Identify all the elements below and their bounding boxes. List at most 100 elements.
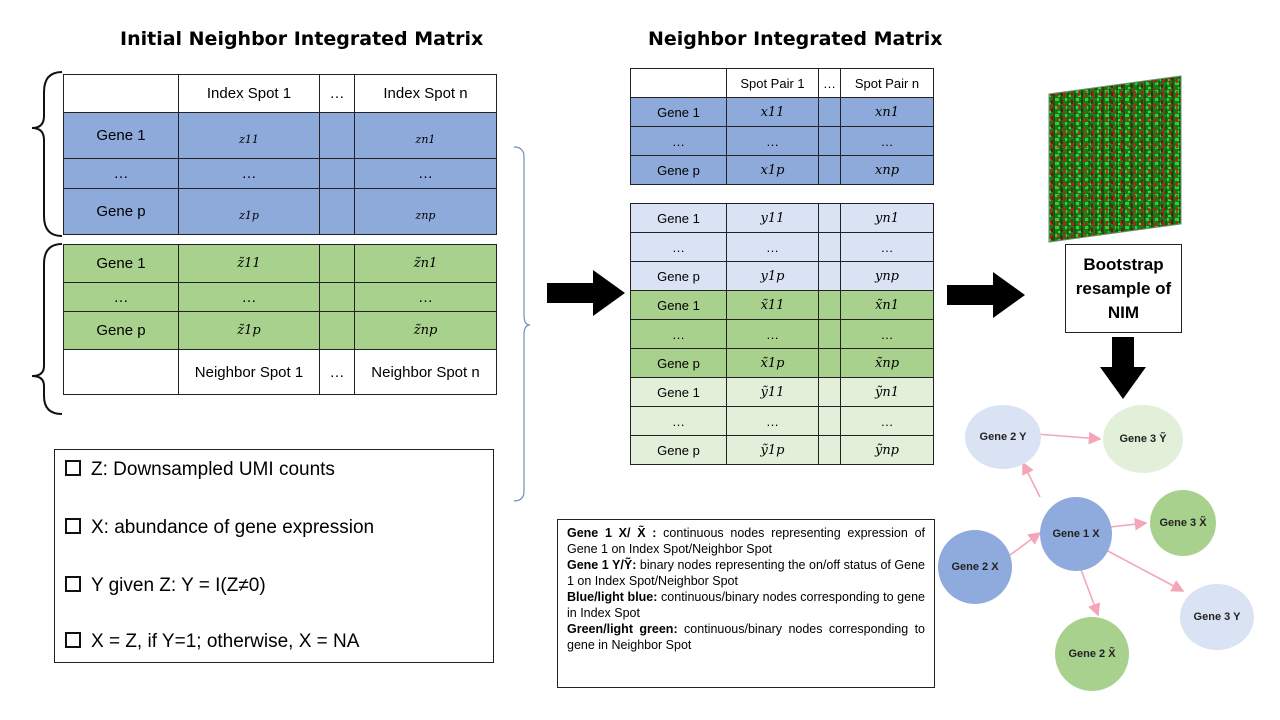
cell	[63, 234, 497, 245]
cell: …	[726, 319, 819, 349]
legend-description: continuous/binary nodes corresponding to…	[567, 590, 925, 620]
cell: …	[840, 319, 934, 349]
nim-row: … … …	[630, 406, 934, 436]
edge	[1009, 532, 1042, 556]
row-label: …	[630, 319, 727, 349]
cell: xnp	[840, 155, 934, 185]
cell: …	[354, 282, 497, 312]
right-arrow-icon	[547, 270, 625, 316]
legend-term: Blue/light blue:	[567, 590, 658, 604]
cell	[818, 319, 841, 349]
node-label: Gene 2 X	[951, 561, 999, 573]
cell: z1p	[178, 188, 320, 235]
cell: x11	[726, 97, 819, 127]
row-label: Gene 1	[63, 112, 179, 159]
node-label: Gene 2 Y	[979, 431, 1027, 443]
matrix-row: … … …	[63, 282, 497, 312]
cell: …	[726, 232, 819, 262]
nim-row: Gene 1 x̃11 x̃n1	[630, 290, 934, 320]
row-label: …	[63, 282, 179, 312]
cell: z̃n1	[354, 244, 497, 283]
cell	[630, 68, 727, 98]
cell	[818, 232, 841, 262]
cell	[818, 377, 841, 407]
row-label: …	[630, 406, 727, 436]
matrix-row: Gene 1 z̃11 z̃n1	[63, 244, 497, 283]
cell: x̃1p	[726, 348, 819, 378]
matrix-row: Gene p z̃1p z̃np	[63, 311, 497, 350]
row-label: Gene 1	[63, 244, 179, 283]
node-label: Gene 3 Ỹ	[1119, 433, 1167, 445]
cell: y1p	[726, 261, 819, 291]
cell	[818, 155, 841, 185]
nim-top-table: Spot Pair 1 … Spot Pair n Gene 1 x11 xn1…	[630, 68, 934, 185]
nim-row: Gene p y1p ynp	[630, 261, 934, 291]
network-edges	[1009, 431, 1185, 617]
legend-text: X = Z, if Y=1; otherwise, X = NA	[91, 631, 360, 652]
node-gene-3-xtilde: Gene 3 X̃	[1150, 490, 1216, 556]
cell	[818, 348, 841, 378]
row-label: …	[63, 158, 179, 189]
header-index-spot-n: Index Spot n	[354, 74, 497, 113]
legend-term: Green/light green:	[567, 622, 678, 636]
cell: yn1	[840, 203, 934, 233]
legend-text: Z: Downsampled UMI counts	[91, 459, 335, 480]
nim-title: Neighbor Integrated Matrix	[648, 28, 943, 50]
cell: xn1	[840, 97, 934, 127]
row-label: Gene p	[630, 155, 727, 185]
cell: znp	[354, 188, 497, 235]
checkbox-icon	[65, 576, 81, 592]
initial-matrix-title: Initial Neighbor Integrated Matrix	[120, 28, 484, 50]
header-spot-pair-1: Spot Pair 1	[726, 68, 819, 98]
heatmap-image	[1048, 75, 1182, 243]
footer-neighbor-spot-n: Neighbor Spot n	[354, 349, 497, 395]
cell	[319, 188, 355, 235]
cell: ỹn1	[840, 377, 934, 407]
row-label: …	[630, 126, 727, 156]
header-spot-pair-n: Spot Pair n	[840, 68, 934, 98]
edge	[1109, 517, 1148, 531]
cell: x̃11	[726, 290, 819, 320]
cell: …	[726, 406, 819, 436]
matrix-row: … … …	[63, 158, 497, 189]
cell: z̃1p	[178, 311, 320, 350]
nim-row: Gene p x̃1p x̃np	[630, 348, 934, 378]
legend-description: binary nodes representing the on/off sta…	[567, 558, 926, 588]
node-legend-item: Gene 1 Y/Ỹ: binary nodes representing th…	[567, 557, 925, 589]
header-ellipsis: …	[818, 68, 841, 98]
matrix-header-row: Index Spot 1 … Index Spot n	[63, 74, 497, 113]
checkbox-icon	[65, 632, 81, 648]
cell	[319, 311, 355, 350]
bootstrap-box: Bootstrap resample of NIM	[1065, 244, 1182, 333]
legend-item: X = Z, if Y=1; otherwise, X = NA	[65, 631, 359, 653]
right-arrow-icon	[947, 272, 1025, 318]
edge	[1022, 461, 1041, 498]
matrix-row: Gene p z1p znp	[63, 188, 497, 235]
legend-term: Gene 1 Y/Ỹ:	[567, 558, 637, 572]
cell: z11	[178, 112, 320, 159]
right-bracket	[513, 146, 531, 502]
nim-row: Gene p ỹ1p ỹnp	[630, 435, 934, 465]
nim-row: … … …	[630, 232, 934, 262]
node-label: Gene 2 X̃	[1068, 648, 1116, 660]
header-index-spot-1: Index Spot 1	[178, 74, 320, 113]
edge	[1079, 566, 1101, 617]
cell	[818, 203, 841, 233]
legend-term: Gene 1 X/ X̃ :	[567, 526, 657, 540]
cell	[319, 158, 355, 189]
footer-neighbor-spot-1: Neighbor Spot 1	[178, 349, 320, 395]
cell: ynp	[840, 261, 934, 291]
node-gene-3-ytilde: Gene 3 Ỹ	[1103, 405, 1183, 473]
cell: ỹ11	[726, 377, 819, 407]
cell	[818, 261, 841, 291]
row-label: Gene 1	[630, 290, 727, 320]
legend-item: Z: Downsampled UMI counts	[65, 459, 335, 481]
cell	[818, 406, 841, 436]
row-label: Gene 1	[630, 203, 727, 233]
cell: zn1	[354, 112, 497, 159]
legend-description: continuous/binary nodes corresponding to…	[567, 622, 925, 652]
node-legend: Gene 1 X/ X̃ : continuous nodes represen…	[557, 519, 935, 688]
node-legend-item: Green/light green: continuous/binary nod…	[567, 621, 925, 653]
initial-matrix-table: Index Spot 1 … Index Spot n Gene 1 z11 z…	[63, 74, 497, 395]
matrix-footer-row: Neighbor Spot 1 … Neighbor Spot n	[63, 349, 497, 395]
